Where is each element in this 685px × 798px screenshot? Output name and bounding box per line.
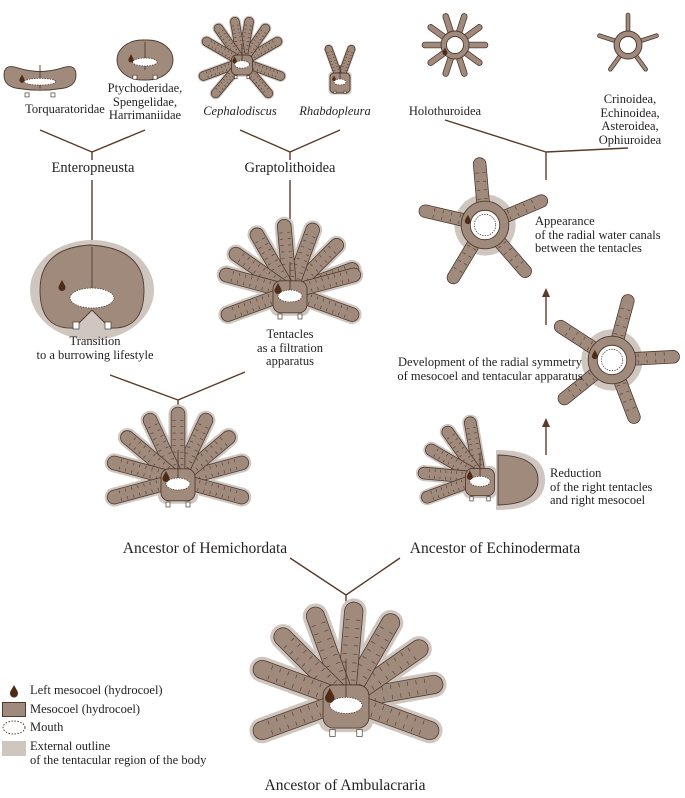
mesocoel-swatch [2,702,26,717]
branch-holothuroidea [444,119,547,153]
fig-holothuroidea [421,13,489,77]
mouth-icon [2,720,26,735]
mouth [234,60,250,69]
arrow-upper-head [542,288,550,297]
branch-right-to-hemichordata [177,371,246,401]
branch-rhabdopleura [289,129,341,153]
label-ptychoderidae-1: Ptychoderidae, [107,81,183,95]
label-enteropneusta: Enteropneusta [51,160,135,176]
mouth [132,57,158,67]
left-mesocoel-drop [325,687,335,703]
label-holothuroidea: Holothuroidea [408,104,482,118]
legend-mouth-text: Mouth [30,720,64,734]
branch-left-to-hemichordata [109,374,179,401]
left-mesocoel-drop [466,470,473,480]
note-radial-1: Development of the radial symmetry [398,355,582,369]
fig-rhabdopleura [323,44,357,95]
note-reduction-3: and right mesocoel [550,493,646,507]
legend-mesocoel-text: Mesocoel (hydrocoel) [30,702,141,716]
mouth [69,287,115,309]
branch-torquaratoridae [39,129,93,153]
fig-ancestor-hemichordata [104,404,252,508]
left-mesocoel-drop [162,471,170,483]
label-ptychoderidae-2: Spengelidae, [112,94,178,109]
note-canals-3: between the tentacles [535,241,642,255]
branch-ptychoderidae [91,129,146,153]
legend-outline-text-1: External outline [30,739,111,753]
label-crinoidea: Crinoidea, Echinoidea, Asteroidea, Ophiu… [580,92,680,147]
note-canals: Appearance of the radial water canals be… [535,214,685,256]
outline-swatch [2,741,26,756]
label-rhabdopleura: Rhabdopleura [299,104,371,118]
mouth [329,696,363,714]
label-crinoidea-3: Asteroidea, [601,119,659,133]
note-filtration-3: apparatus [266,354,314,368]
note-filtration-2: as a filtration [257,340,323,355]
branch-cephalodiscus [239,129,291,153]
note-canals-2: of the radial water canals [535,227,661,242]
branch-echino-to-ambulacraria [345,557,401,596]
label-ancestor-ambulacraria: Ancestor of Ambulacraria [264,777,426,794]
fig-burrowing [30,240,154,340]
fig-reduction [416,414,545,510]
note-reduction-2: of the right tentacles [550,479,653,494]
left-mesocoel-drop [591,349,598,360]
label-ptychoderidae-3: Harrimaniidae [108,108,182,122]
mouth [277,289,303,303]
mouth [23,77,57,86]
mouth [333,78,347,86]
label-crinoidea-4: Ophiuroidea [598,132,662,147]
arrow-lower-head [542,418,550,427]
left-mesocoel-drop [232,56,237,64]
mouth [473,213,497,237]
note-radial: Development of the radial symmetry of me… [380,355,600,383]
label-crinoidea-2: Echinoidea, [600,105,660,120]
label-crinoidea-1: Crinoidea, [603,92,657,106]
label-cephalodiscus: Cephalodiscus [203,104,277,118]
note-burrowing-2: to a burrowing lifestyle [36,347,154,362]
fig-filtration [216,216,364,325]
fig-torquaratoridae [3,65,77,98]
label-graptolithoidea: Graptolithoidea [244,160,336,176]
mouth [600,348,624,372]
left-mesocoel-drop [332,75,336,82]
mouth [165,477,191,491]
fig-crinoidea [597,12,659,72]
note-burrowing: Transition to a burrowing lifestyle [20,334,170,362]
fig-radial [553,294,680,424]
note-canals-1: Appearance [535,214,595,228]
drop-icon [10,685,18,698]
fig-cephalodiscus [197,15,287,100]
left-mesocoel-drop [464,214,471,225]
note-filtration: Tentacles as a filtration apparatus [235,327,345,369]
note-reduction-1: Reduction [550,466,602,480]
left-mesocoel-drop [19,74,25,83]
label-ancestor-hemichordata: Ancestor of Hemichordata [122,540,288,557]
note-radial-2: of mesocoel and tentacular apparatus [397,368,583,383]
branch-crinoidea [545,147,629,153]
fig-canals [418,157,549,285]
note-burrowing-1: Transition [69,334,121,348]
fig-ptychoderidae [116,39,174,81]
label-ptychoderidae: Ptychoderidae, Spengelidae, Harrimaniida… [95,81,195,123]
left-mesocoel-drop [128,54,134,63]
note-filtration-1: Tentacles [266,327,314,341]
left-mesocoel-drop [442,47,448,56]
mouth [469,475,491,487]
branch-hemi-to-ambulacraria [289,557,347,596]
left-mesocoel-drop [58,280,66,291]
label-ancestor-echinodermata: Ancestor of Echinodermata [409,540,581,557]
label-torquaratoridae: Torquaratoridae [25,102,105,116]
legend-outline-text-2: of the tentacular region of the body [30,752,207,767]
note-reduction: Reduction of the right tentacles and rig… [550,466,680,508]
left-mesocoel-drop [274,283,282,294]
fig-ancestor-ambulacraria [249,598,447,744]
legend-left-mesocoel-text: Left mesocoel (hydrocoel) [30,683,163,697]
